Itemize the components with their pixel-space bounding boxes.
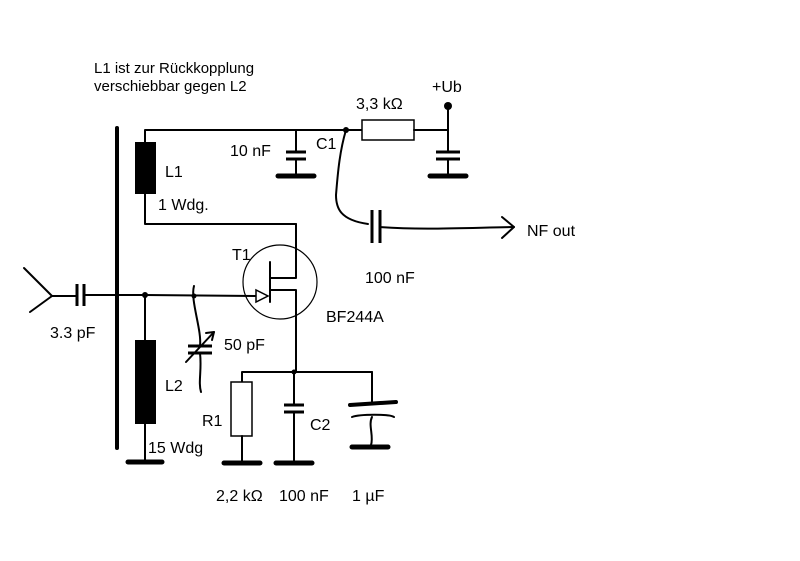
- wire-gate: [144, 294, 256, 297]
- label-transistor-type: BF244A: [326, 309, 384, 326]
- cap-1uf-plate-a: [348, 400, 398, 407]
- note-line-2: verschiebbar gegen L2: [94, 78, 247, 95]
- label-c-100n-out: 100 nF: [365, 270, 415, 287]
- label-c-1u: 1 µF: [352, 488, 385, 505]
- cap-1uf-plate-b: [351, 413, 395, 418]
- label-l2-turns: 15 Wdg: [148, 440, 203, 457]
- label-c-trim: 50 pF: [224, 337, 265, 354]
- label-c1: C1: [316, 136, 337, 153]
- label-t1: T1: [232, 247, 251, 264]
- wire-1uf-gnd: [369, 416, 373, 446]
- trimmer-arrow-head: [205, 331, 215, 341]
- coil-l1: [135, 142, 156, 194]
- jfet-t1-envelope: [242, 244, 318, 320]
- wire-nf-out: [379, 226, 515, 230]
- label-nf-out: NF out: [527, 223, 576, 240]
- label-supply: +Ub: [432, 79, 462, 96]
- wire-source-rail: [241, 371, 373, 383]
- coil-l2: [135, 340, 156, 424]
- label-l1: L1: [165, 164, 183, 181]
- wire-trimmer-bottom: [198, 352, 202, 393]
- jfet-source: [269, 289, 297, 373]
- resistor-3k3: [361, 119, 415, 141]
- label-r1-value: 2,2 kΩ: [216, 488, 263, 505]
- supply-terminal: [444, 102, 452, 110]
- resistor-r1: [230, 381, 253, 437]
- label-l1-turns: 1 Wdg.: [158, 197, 209, 214]
- label-c2: C2: [310, 417, 331, 434]
- jfet-gate-arrow: [255, 288, 270, 304]
- label-r1: R1: [202, 413, 223, 430]
- note-line-1: L1 ist zur Rückkopplung: [94, 60, 254, 77]
- nf-out-arrow: [501, 216, 515, 239]
- wire-l1-top: [144, 129, 297, 143]
- wire-output: [335, 129, 369, 225]
- label-c2-value: 100 nF: [279, 488, 329, 505]
- label-c-10n: 10 nF: [230, 143, 271, 160]
- jfet-drain: [269, 223, 297, 279]
- label-l2: L2: [165, 378, 183, 395]
- antenna-symbol: [23, 267, 53, 313]
- label-r-supply: 3,3 kΩ: [356, 96, 403, 113]
- wire-l1-bottom: [144, 193, 297, 225]
- wire-trimmer: [192, 285, 202, 347]
- label-c-input: 3.3 pF: [50, 325, 96, 342]
- trimmer-arrow-shaft: [185, 331, 215, 363]
